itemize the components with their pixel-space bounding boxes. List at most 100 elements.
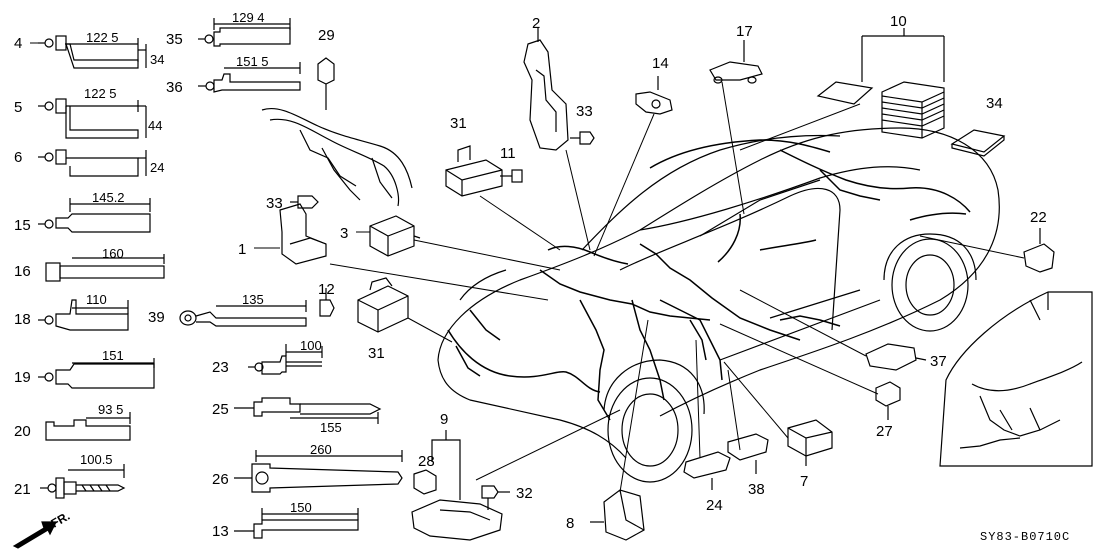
part-33-top-drawing — [570, 131, 595, 145]
part-24-drawing — [683, 451, 731, 490]
callout-39: 39 — [148, 309, 165, 326]
callout-33-left: 33 — [266, 195, 283, 212]
callout-31-top: 31 — [450, 115, 467, 132]
part-32-drawing — [481, 485, 510, 510]
callout-12: 12 — [318, 281, 335, 298]
part-5-drawing — [38, 98, 147, 139]
part-13-drawing — [234, 508, 359, 539]
dim-part-4-height: 34 — [150, 52, 164, 67]
part-19-drawing — [38, 358, 155, 389]
part-33-left-drawing — [290, 195, 319, 209]
callout-4: 4 — [14, 35, 22, 52]
part-34-drawing — [950, 129, 1006, 157]
dash-harness-drawing — [261, 108, 413, 207]
part-36-drawing — [198, 62, 301, 93]
part-26-drawing — [234, 450, 403, 493]
part-39-drawing — [179, 300, 307, 327]
callout-17: 17 — [736, 23, 753, 40]
part-3-drawing — [369, 215, 421, 257]
callout-10: 10 — [890, 13, 907, 30]
part-7-drawing — [787, 419, 833, 466]
callout-23: 23 — [212, 359, 229, 376]
part-2-drawing — [523, 28, 569, 151]
dim-part-39: 135 — [242, 292, 264, 307]
dim-part-23: 100 — [300, 338, 322, 353]
callout-29: 29 — [318, 27, 335, 44]
dim-part-13: 150 — [290, 500, 312, 515]
callout-15: 15 — [14, 217, 31, 234]
dim-part-26: 260 — [310, 442, 332, 457]
callout-1: 1 — [238, 241, 246, 258]
dim-part-25: 155 — [320, 420, 342, 435]
part-16-drawing — [45, 254, 165, 282]
callout-5: 5 — [14, 99, 22, 116]
callout-36: 36 — [166, 79, 183, 96]
callout-8: 8 — [566, 515, 574, 532]
callout-2: 2 — [532, 15, 540, 32]
callout-6: 6 — [14, 149, 22, 166]
part-29-drawing — [317, 57, 335, 110]
callout-9: 9 — [440, 411, 448, 428]
callout-25: 25 — [212, 401, 229, 418]
callout-28: 28 — [418, 453, 435, 470]
part-15-drawing — [38, 198, 151, 233]
callout-20: 20 — [14, 423, 31, 440]
part-10-drawing — [816, 28, 945, 139]
callout-34: 34 — [986, 95, 1003, 112]
callout-11: 11 — [500, 145, 516, 162]
dim-part-21: 100.5 — [80, 452, 113, 467]
part-14-drawing — [635, 76, 673, 115]
callout-38: 38 — [748, 481, 765, 498]
dim-part-36: 151 5 — [236, 54, 269, 69]
part-8-drawing — [590, 489, 645, 541]
part-31-bottom-drawing — [357, 277, 409, 333]
callout-18: 18 — [14, 311, 31, 328]
part-35-drawing — [198, 18, 291, 47]
door-panel-drawing — [939, 291, 1093, 467]
part-21-drawing — [40, 464, 126, 499]
leader-lines — [30, 42, 1025, 493]
part-4-drawing — [38, 35, 147, 69]
part-17-drawing — [709, 40, 763, 84]
dim-part-5-height: 44 — [148, 118, 162, 133]
part-23-drawing — [248, 344, 323, 375]
part-1-drawing — [279, 203, 327, 265]
dim-part-20: 93 5 — [98, 402, 123, 417]
part-38-drawing — [727, 433, 769, 474]
callout-31-bottom: 31 — [368, 345, 385, 362]
callout-32: 32 — [516, 485, 533, 502]
callout-27: 27 — [876, 423, 893, 440]
dim-part-35: 129 4 — [232, 10, 265, 25]
part-9-group-drawing — [411, 430, 503, 541]
callout-33-top: 33 — [576, 103, 593, 120]
part-25-drawing — [234, 397, 382, 424]
front-arrow-icon — [12, 521, 57, 549]
part-18-drawing — [38, 299, 129, 331]
part-11-drawing — [500, 169, 523, 183]
callout-21: 21 — [14, 481, 31, 498]
callout-37: 37 — [930, 353, 947, 370]
callout-19: 19 — [14, 369, 31, 386]
callout-13: 13 — [212, 523, 229, 540]
car-harness-drawing — [447, 139, 971, 421]
part-20-drawing — [45, 412, 131, 441]
dim-part-6-height: 24 — [150, 160, 164, 175]
callout-14: 14 — [652, 55, 669, 72]
dim-part-18: 110 — [86, 292, 107, 307]
part-37-drawing — [865, 343, 927, 371]
dim-part-19: 151 — [102, 348, 124, 363]
callout-35: 35 — [166, 31, 183, 48]
dim-part-16: 160 — [102, 246, 124, 261]
dim-part-15: 145.2 — [92, 190, 125, 205]
diagram-code: SY83-B0710C — [980, 530, 1070, 544]
dim-part-4-length: 122 5 — [86, 30, 119, 45]
part-27-drawing — [875, 381, 901, 420]
callout-16: 16 — [14, 263, 31, 280]
callout-24: 24 — [706, 497, 723, 514]
callout-3: 3 — [340, 225, 348, 242]
dim-part-5-length: 122 5 — [84, 86, 117, 101]
part-31-top-drawing — [445, 145, 503, 197]
callout-26: 26 — [212, 471, 229, 488]
